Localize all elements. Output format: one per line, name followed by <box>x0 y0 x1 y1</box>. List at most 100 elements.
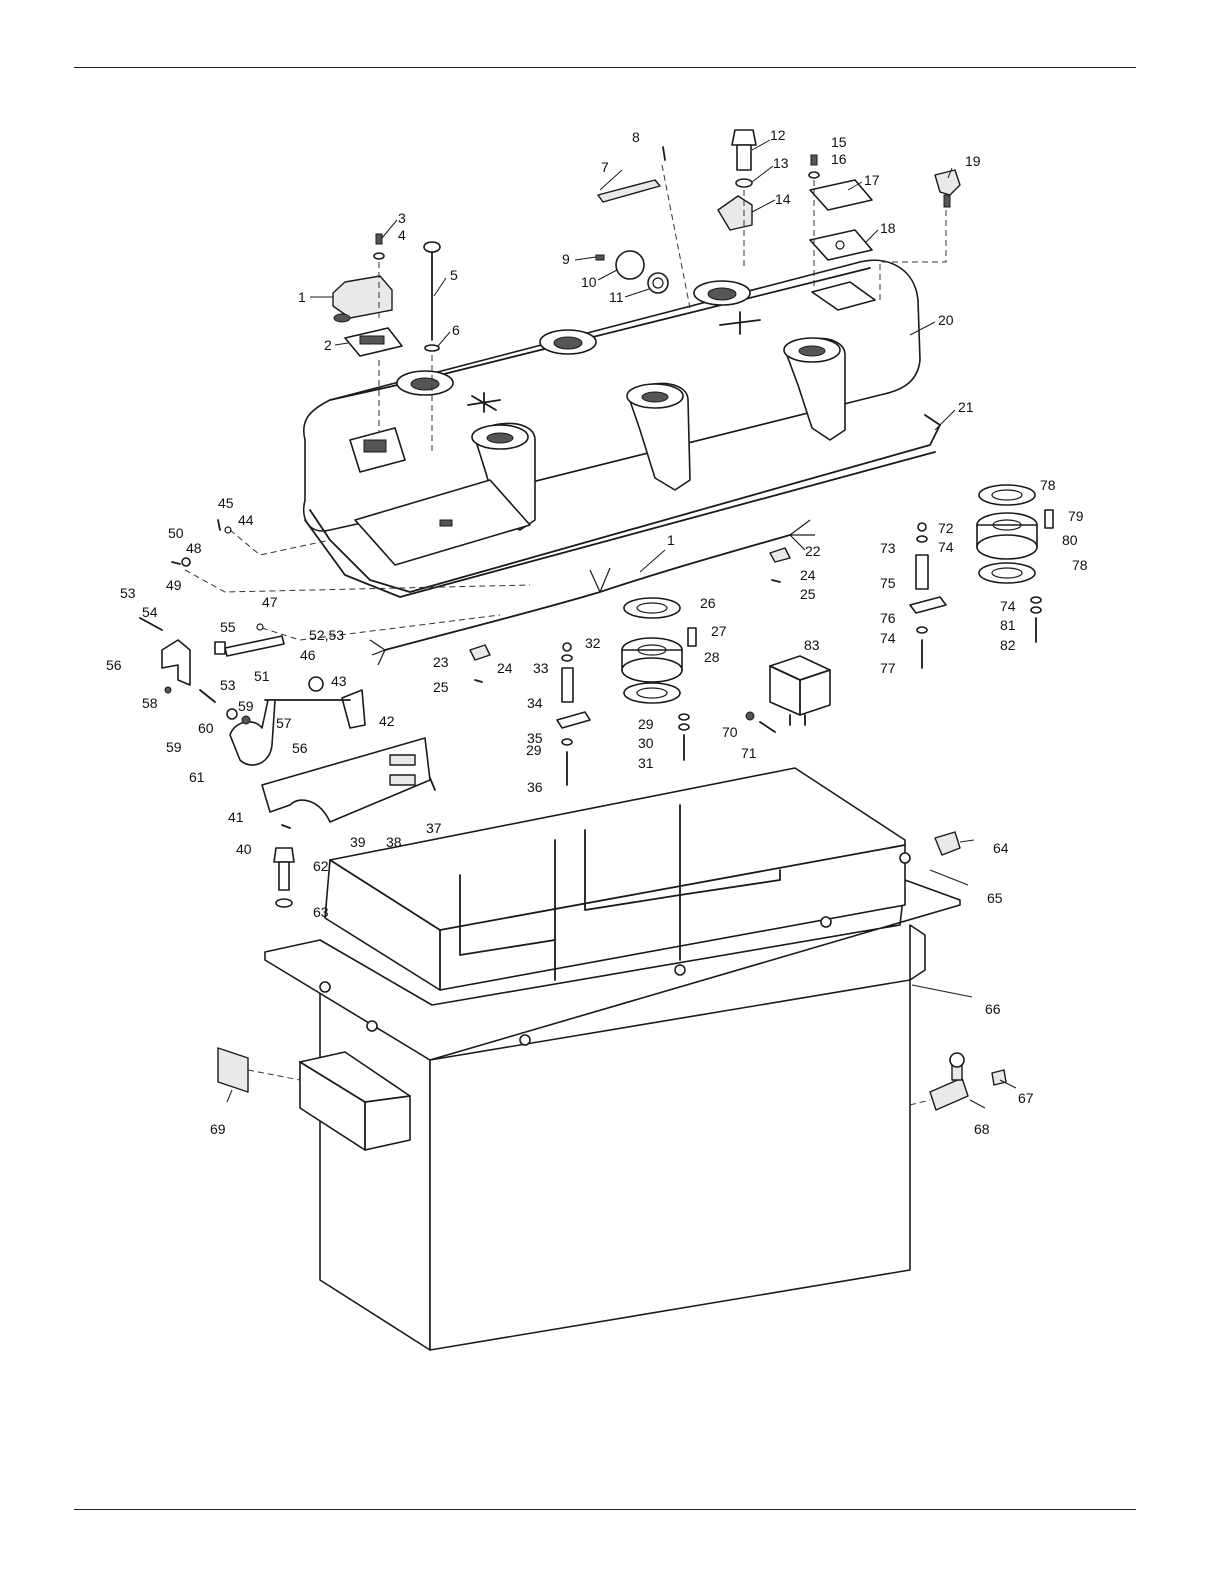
callout-18: 18 <box>880 220 896 236</box>
callout-8: 8 <box>632 129 640 145</box>
callout-14: 14 <box>775 191 791 207</box>
flange-bolt <box>320 982 330 992</box>
callout-46: 46 <box>300 647 316 663</box>
plate-part-78b <box>979 563 1035 583</box>
plate-part-69 <box>218 1048 248 1092</box>
callout-73: 73 <box>880 540 896 556</box>
callout-29: 29 <box>638 716 654 732</box>
pin-part-27 <box>688 628 696 646</box>
callout-36: 36 <box>527 779 543 795</box>
callout-27: 27 <box>711 623 727 639</box>
callout-74: 74 <box>938 539 954 555</box>
callout-83: 83 <box>804 637 820 653</box>
callout-16: 16 <box>831 151 847 167</box>
nut-part-59c <box>165 687 171 693</box>
nut-part-32 <box>563 643 571 651</box>
post-part-75 <box>916 555 928 589</box>
callout-41: 41 <box>228 809 244 825</box>
screw-part-3 <box>376 234 382 244</box>
callout-58: 58 <box>142 695 158 711</box>
callout-78: 78 <box>1072 557 1088 573</box>
flange-bolt <box>675 965 685 975</box>
tank-top-box <box>325 768 905 990</box>
callout-5: 5 <box>450 267 458 283</box>
valve-part-68 <box>930 1053 968 1110</box>
callout-12: 12 <box>770 127 786 143</box>
bracket-part-42 <box>342 690 365 728</box>
callout-31: 31 <box>638 755 654 771</box>
callout-17: 17 <box>864 172 880 188</box>
label-part-39 <box>390 755 415 765</box>
washer-part-13 <box>736 179 752 187</box>
callout-13: 13 <box>773 155 789 171</box>
callout-24: 24 <box>800 567 816 583</box>
linkage-assembly <box>140 520 435 828</box>
callout-60: 60 <box>198 720 214 736</box>
callout-79: 79 <box>1068 508 1084 524</box>
callout-72: 72 <box>938 520 954 536</box>
callout-25: 25 <box>800 586 816 602</box>
screw-part-37 <box>430 778 435 790</box>
callout-75: 75 <box>880 575 896 591</box>
bracket-part-58 <box>162 640 190 685</box>
tank-side-block <box>910 925 925 980</box>
callout-44: 44 <box>238 512 254 528</box>
plate-part-18 <box>810 230 872 260</box>
callout-64: 64 <box>993 840 1009 856</box>
callout-19: 19 <box>965 153 981 169</box>
breather-part-1 <box>333 276 392 318</box>
plate-part-29-ring <box>624 683 680 703</box>
plate-part-78a <box>979 485 1035 505</box>
relay-part-83 <box>746 656 830 732</box>
washer-part-4 <box>374 253 384 259</box>
callout-52-53: 52,53 <box>309 627 344 643</box>
callout-32: 32 <box>585 635 601 651</box>
callout-22: 22 <box>805 543 821 559</box>
callout-65: 65 <box>987 890 1003 906</box>
callout-39: 39 <box>350 834 366 850</box>
callout-43: 43 <box>331 673 347 689</box>
bushing-part-55 <box>215 642 225 654</box>
callout-77: 77 <box>880 660 896 676</box>
bracket-part-76 <box>910 597 946 613</box>
callout-49: 49 <box>166 577 182 593</box>
callout-76: 76 <box>880 610 896 626</box>
callout-68: 68 <box>974 1121 990 1137</box>
washer-part-33 <box>562 655 572 661</box>
washer-part-30 <box>679 724 689 730</box>
washer-part-81 <box>1031 607 1041 613</box>
callout-62: 62 <box>313 858 329 874</box>
callout-20: 20 <box>938 312 954 328</box>
callout-57: 57 <box>276 715 292 731</box>
ring-part-47 <box>257 624 263 630</box>
bushing-part-43 <box>309 677 323 691</box>
clip-part-22 <box>770 548 790 562</box>
pin-part-60 <box>200 690 215 702</box>
bushing-part-59 <box>227 709 237 719</box>
screw-part-15 <box>811 155 817 165</box>
disc-part-10 <box>616 251 644 279</box>
oring-part-6 <box>425 345 439 351</box>
callout-48: 48 <box>186 540 202 556</box>
callout-59: 59 <box>238 698 254 714</box>
cover-assembly <box>304 260 940 597</box>
callout-4: 4 <box>398 227 406 243</box>
callout-1: 1 <box>298 289 306 305</box>
callout-67: 67 <box>1018 1090 1034 1106</box>
ring-part-11 <box>648 273 668 293</box>
callout-28: 28 <box>704 649 720 665</box>
lug-part-14 <box>718 196 752 230</box>
screw-part-25a <box>772 580 780 582</box>
washer-part-74a <box>917 536 927 542</box>
callout-54: 54 <box>142 604 158 620</box>
plate-part-26 <box>624 598 680 618</box>
nut-part-70 <box>746 712 754 720</box>
callout-53: 53 <box>220 677 236 693</box>
washer-part-74c <box>1031 597 1041 603</box>
washer-part-63 <box>276 899 292 907</box>
callout-21: 21 <box>958 399 974 415</box>
callout-3: 3 <box>398 210 406 226</box>
screw-part-71 <box>760 722 775 732</box>
label-part-38 <box>390 775 415 785</box>
